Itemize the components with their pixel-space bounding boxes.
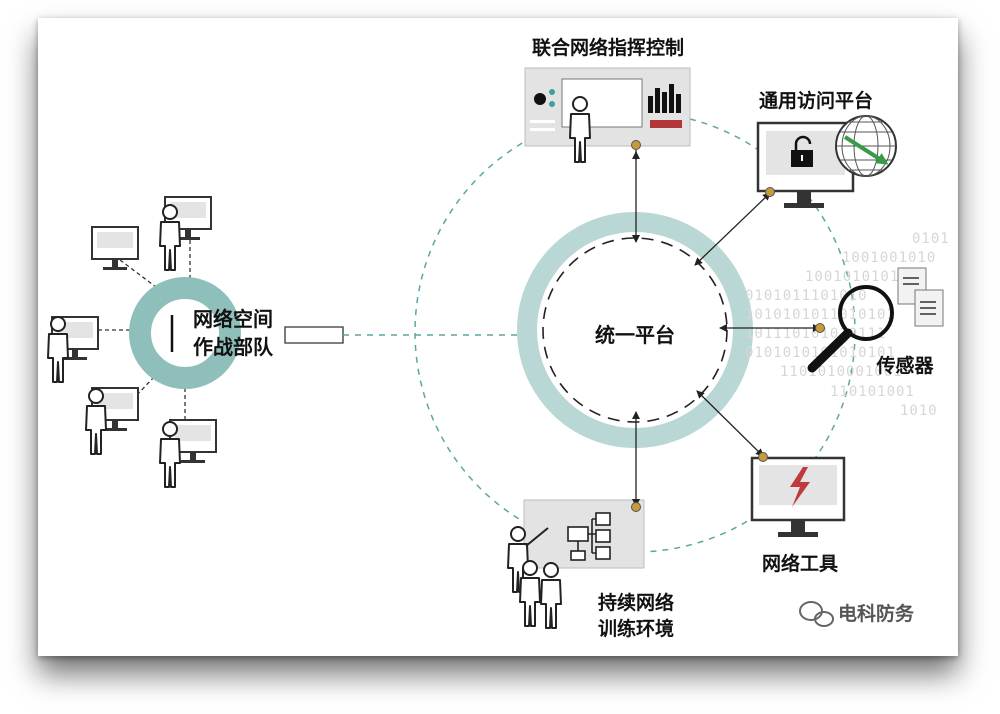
- node-dot: [631, 140, 641, 150]
- binary-line: 1010101011010101: [745, 307, 896, 323]
- binary-line: 1001010101: [805, 269, 899, 285]
- sensor-magnifier: [807, 267, 944, 373]
- binary-line: 0101010101010101: [745, 345, 896, 361]
- flowchart-icon: [567, 512, 611, 561]
- wechat-icon: [799, 601, 834, 627]
- binary-line: 1010: [900, 403, 938, 419]
- training-environment-board: [507, 499, 645, 629]
- binary-background: 0101 1001001010 1001010101 0101011101010…: [745, 231, 950, 419]
- globe-icon: [835, 115, 897, 177]
- command-control-panel: [524, 67, 691, 163]
- network-tools-monitor: [750, 456, 846, 537]
- node-dot: [765, 187, 775, 197]
- lightning-icon: [790, 467, 810, 507]
- workstation-icon: [91, 226, 139, 271]
- cyber-force-label-line2: 作战部队: [193, 335, 274, 359]
- training-label-line1: 持续网络: [598, 591, 674, 614]
- binary-line: 0101: [912, 231, 950, 247]
- lock-icon: [791, 135, 813, 167]
- trainee-person-icon: [519, 560, 541, 627]
- operator-person-icon: [85, 388, 107, 455]
- cyber-force-label-line1: 网络空间: [193, 307, 273, 331]
- network-tools-label: 网络工具: [762, 552, 838, 575]
- unified-platform-label: 统一平台: [595, 323, 675, 347]
- left-connector-bracket: [284, 326, 344, 344]
- operator-person-icon: [47, 316, 69, 383]
- watermark-text: 电科防务: [838, 602, 915, 625]
- cyber-force-ring: [129, 277, 241, 389]
- control-knob-icon: [534, 93, 546, 105]
- node-dot: [815, 323, 825, 333]
- force-spokes: [98, 240, 191, 420]
- node-dot: [758, 452, 768, 462]
- access-platform-label: 通用访问平台: [759, 89, 873, 112]
- node-dot: [631, 502, 641, 512]
- magnifier-icon: [838, 285, 894, 341]
- operator-person-icon: [159, 204, 181, 271]
- binary-line: 1001001010: [842, 250, 936, 266]
- training-label-line2: 训练环境: [598, 617, 674, 640]
- access-platform-monitor: [756, 115, 897, 208]
- connector-access-platform: [694, 192, 771, 266]
- document-icon: [903, 277, 936, 315]
- connector-network-tools: [696, 390, 764, 457]
- operator-person-icon: [569, 96, 591, 163]
- wechat-watermark: 电科防务: [799, 601, 915, 627]
- equalizer-bars-icon: [648, 84, 681, 113]
- platform-connectors: [631, 140, 825, 512]
- binary-line: 110101001: [830, 384, 915, 400]
- upload-arrow-icon: [843, 135, 889, 165]
- trainee-person-icon: [540, 562, 562, 629]
- sensor-label: 传感器: [875, 354, 934, 377]
- cyber-force-group: [47, 196, 241, 488]
- binary-line: 0101011101010: [745, 288, 868, 304]
- operator-person-icon: [159, 421, 181, 488]
- command-control-label: 联合网络指挥控制: [532, 36, 684, 59]
